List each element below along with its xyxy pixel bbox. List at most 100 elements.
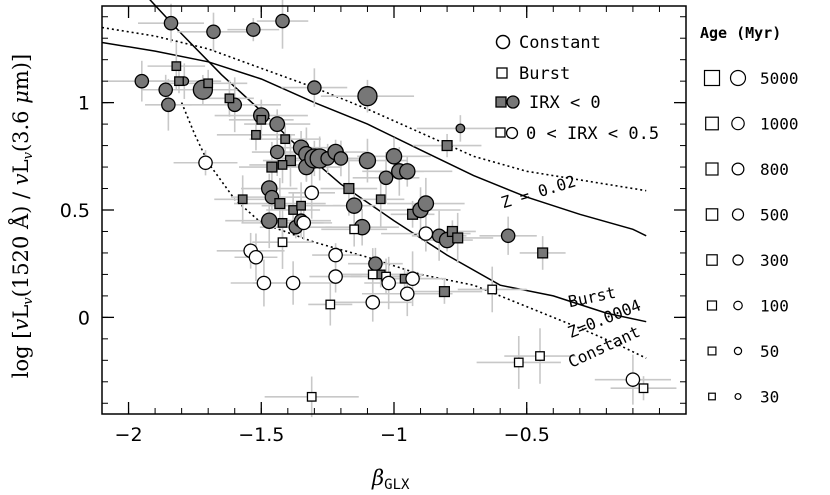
age-key-circle — [731, 116, 745, 131]
age-key-circle — [732, 254, 744, 266]
data-point-square — [277, 237, 288, 248]
data-point-square — [343, 182, 355, 195]
data-point-circle — [417, 195, 435, 212]
data-point-circle — [163, 15, 179, 31]
age-key-square — [703, 69, 721, 87]
data-point-square — [375, 194, 386, 205]
y-tick-label: 0.5 — [60, 200, 90, 222]
data-point-circle — [365, 295, 381, 310]
data-point-circle — [399, 286, 415, 302]
x-tick-label: −0.5 — [504, 424, 550, 446]
age-key-square — [708, 392, 716, 401]
data-point-square — [251, 129, 261, 140]
data-point-square — [288, 205, 299, 215]
age-key-circle — [731, 162, 745, 176]
data-point-square — [296, 200, 306, 211]
model-curve-burst — [101, 41, 647, 237]
data-point-circle — [405, 271, 420, 287]
data-point-circle — [134, 73, 150, 89]
y-tick-label: 0 — [78, 307, 90, 329]
axis-ticks: −2 −1.5 −1 −0.5 0 0.5 1 — [60, 6, 687, 446]
data-point-circle — [345, 197, 363, 214]
age-key-label: 50 — [760, 342, 779, 361]
x-tick-label: −1.5 — [238, 424, 284, 446]
data-point-square — [274, 197, 286, 210]
data-point-circle — [358, 151, 377, 170]
data-point-circle — [304, 185, 320, 201]
curve-annotation: Z = 0.02 — [499, 172, 578, 213]
model-curve-burst — [149, 0, 647, 323]
data-point-circle — [269, 116, 286, 133]
legend-marker-irx-neg-circle — [506, 95, 520, 109]
data-point-circle — [256, 275, 272, 291]
data-point-square — [306, 391, 317, 402]
data-point-circle — [158, 82, 174, 98]
legend-label-irx-neg: IRX < 0 — [529, 93, 601, 113]
data-point-circle — [328, 269, 343, 284]
data-point-circle — [381, 275, 396, 291]
data-point-circle — [398, 163, 416, 180]
data-point-square — [537, 247, 549, 259]
data-point-circle — [275, 13, 290, 29]
data-point-square — [237, 194, 248, 205]
data-point-circle — [385, 148, 403, 165]
data-point-square — [487, 284, 498, 295]
age-key-label: 300 — [760, 251, 789, 270]
data-point-square — [266, 161, 278, 173]
data-point-square — [325, 299, 336, 310]
x-tick-label: −2 — [115, 424, 143, 446]
data-point-square — [349, 224, 360, 235]
data-point-circle — [357, 86, 378, 107]
data-point-square — [256, 114, 267, 125]
data-point-circle — [246, 22, 261, 37]
data-point-circle — [248, 249, 264, 265]
data-point-square — [171, 61, 182, 72]
data-point-circle — [500, 228, 516, 244]
data-point-circle — [285, 275, 301, 291]
data-point-circle — [260, 212, 278, 230]
legend-marker-irx-pos-circle — [505, 126, 519, 140]
age-key-label: 500 — [760, 206, 789, 225]
data-point-square — [174, 76, 184, 87]
age-key-square — [705, 116, 719, 131]
age-key-label: 5000 — [760, 69, 799, 88]
age-key-label: 800 — [760, 160, 789, 179]
data-point-circle — [206, 24, 221, 40]
age-key-circle — [731, 208, 745, 221]
legend-marker-burst — [496, 67, 508, 79]
age-key-label: 1000 — [760, 115, 799, 134]
data-point-circle — [625, 372, 641, 387]
data-point-square — [535, 351, 545, 361]
x-axis-title: βGLX — [371, 466, 410, 493]
data-points — [107, 0, 677, 418]
age-key-label: 100 — [760, 297, 789, 316]
data-point-square — [224, 93, 235, 104]
age-key-circle — [733, 346, 743, 356]
age-key-circle — [734, 392, 742, 401]
y-tick-label: 1 — [78, 93, 90, 115]
data-point-square — [638, 383, 649, 394]
data-point-square — [277, 217, 288, 228]
data-point-circle — [161, 97, 176, 113]
data-point-circle — [368, 256, 383, 271]
data-point-square — [203, 78, 214, 89]
x-tick-label: −1 — [380, 424, 408, 446]
data-point-square — [452, 232, 464, 244]
data-point-square — [441, 140, 453, 152]
data-point-circle — [333, 151, 349, 166]
y-axis-title: log [vLv(1520 Å) / vLv(3.6 μm)] — [8, 54, 36, 378]
legend-marker-irx-pos-square — [495, 127, 506, 138]
legend-label-constant: Constant — [519, 33, 601, 53]
legend-marker-irx-neg-square — [495, 96, 507, 108]
data-point-circle — [455, 123, 466, 134]
age-key-circle — [733, 300, 743, 311]
data-point-square — [513, 357, 524, 368]
data-point-square — [367, 269, 378, 280]
age-key-square — [705, 208, 719, 221]
legend-label-burst: Burst — [519, 64, 570, 84]
data-point-circle — [198, 155, 213, 171]
age-key-square — [705, 162, 719, 176]
age-key-square — [706, 300, 718, 311]
age-key-square — [707, 346, 717, 356]
